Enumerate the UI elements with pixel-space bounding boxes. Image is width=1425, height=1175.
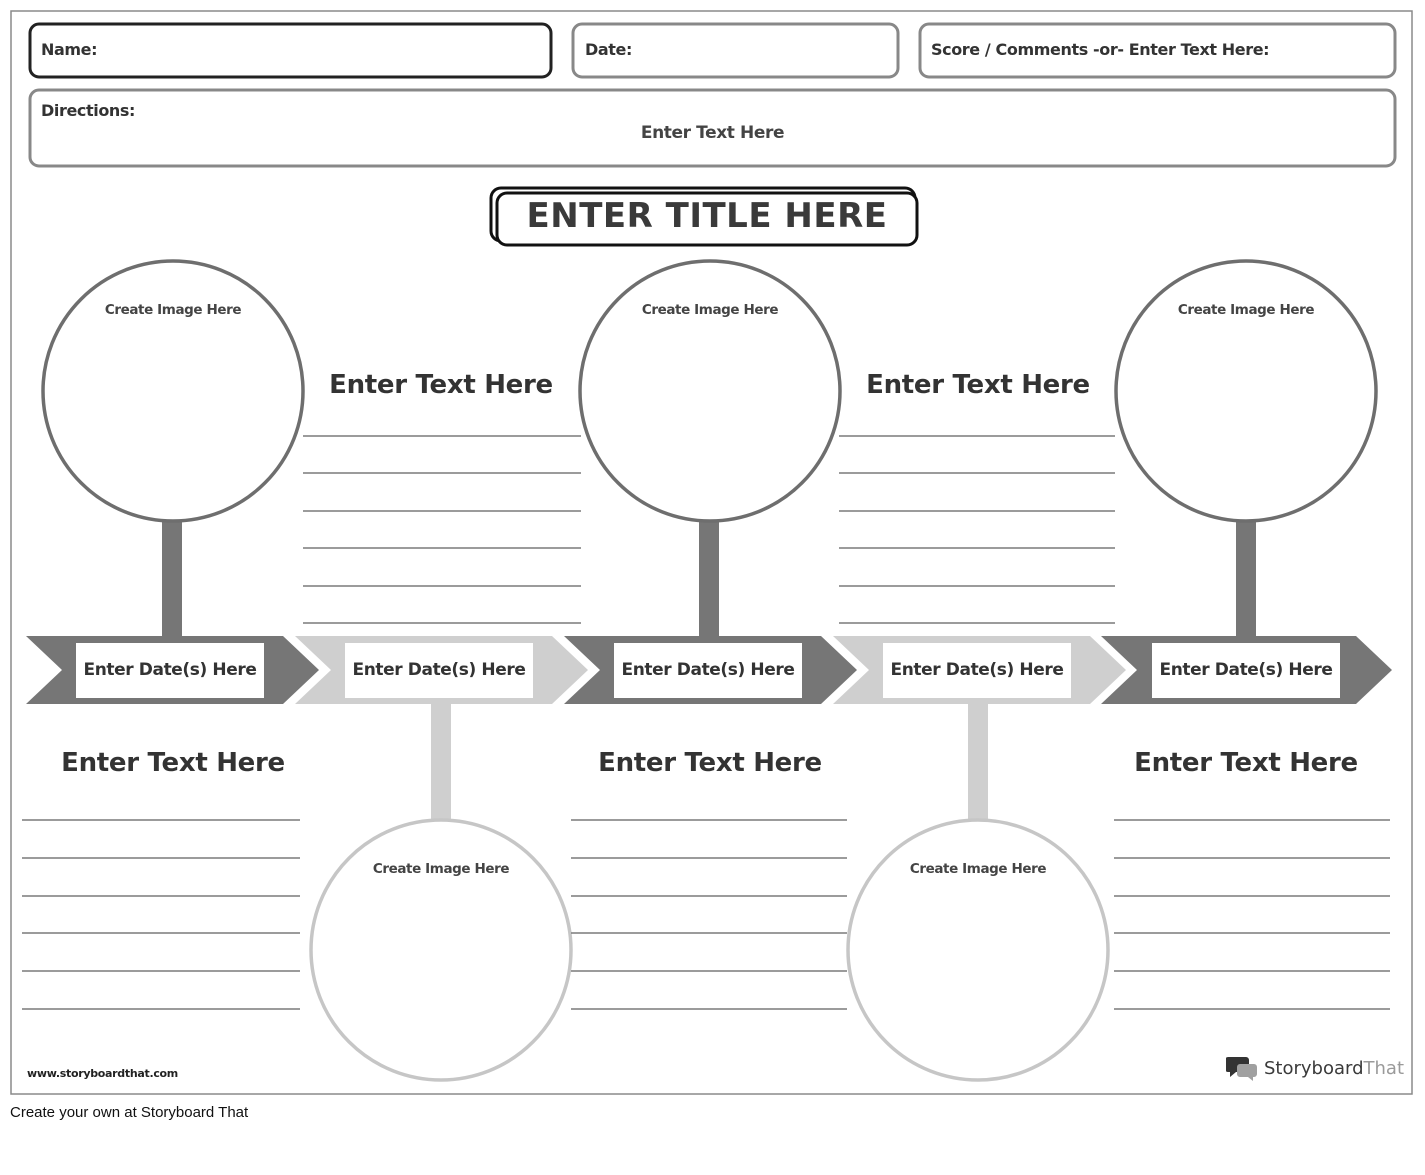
date-label-4[interactable]: Enter Date(s) Here <box>890 660 1064 680</box>
stem-1 <box>162 520 182 638</box>
image-circle-4 <box>846 818 1110 1082</box>
text-heading-3[interactable]: Enter Text Here <box>598 748 822 778</box>
text-heading-1[interactable]: Enter Text Here <box>61 748 285 778</box>
title-box <box>495 191 919 247</box>
image-placeholder-5[interactable]: Create Image Here <box>1177 302 1315 318</box>
date-box-3 <box>614 643 802 698</box>
writing-lines-top-2 <box>839 435 1115 624</box>
score-label: Score / Comments -or- Enter Text Here: <box>931 40 1270 59</box>
directions-box <box>28 88 1397 168</box>
footer-link[interactable]: Create your own at Storyboard That <box>10 1104 249 1121</box>
date-label-2[interactable]: Enter Date(s) Here <box>352 660 526 680</box>
name-field-box <box>28 22 553 79</box>
date-field-box <box>571 22 900 79</box>
score-field-box <box>918 22 1397 79</box>
directions-text[interactable]: Enter Text Here <box>640 123 785 143</box>
image-circle-1 <box>41 259 305 523</box>
date-box-1 <box>76 643 264 698</box>
date-label-1[interactable]: Enter Date(s) Here <box>83 660 257 680</box>
image-circle-3 <box>578 259 842 523</box>
date-label-5[interactable]: Enter Date(s) Here <box>1159 660 1333 680</box>
directions-label: Directions: <box>41 101 136 120</box>
brand-logo: StoryboardThat <box>1226 1055 1404 1081</box>
brand-name-part2: That <box>1363 1057 1405 1079</box>
watermark-url: www.storyboardthat.com <box>27 1067 178 1080</box>
date-box-5 <box>1152 643 1340 698</box>
name-label: Name: <box>41 40 98 59</box>
page-title[interactable]: ENTER TITLE HERE <box>526 196 888 236</box>
speech-bubble-icon <box>1226 1057 1257 1081</box>
image-circle-5 <box>1114 259 1378 523</box>
writing-lines-bottom-3 <box>1114 819 1390 1010</box>
writing-lines-top-1 <box>303 435 581 624</box>
image-placeholder-2[interactable]: Create Image Here <box>372 861 510 877</box>
image-circle-2 <box>309 818 573 1082</box>
stem-5 <box>1236 520 1256 638</box>
date-box-4 <box>883 643 1071 698</box>
date-label: Date: <box>585 40 632 59</box>
text-heading-5[interactable]: Enter Text Here <box>1134 748 1358 778</box>
stem-2 <box>431 702 451 822</box>
image-placeholder-4[interactable]: Create Image Here <box>909 861 1047 877</box>
stem-4 <box>968 702 988 822</box>
brand-name-part1: Storyboard <box>1264 1057 1364 1079</box>
text-heading-2[interactable]: Enter Text Here <box>329 370 553 400</box>
text-heading-4[interactable]: Enter Text Here <box>866 370 1090 400</box>
date-box-2 <box>345 643 533 698</box>
image-placeholder-3[interactable]: Create Image Here <box>641 302 779 318</box>
writing-lines-bottom-2 <box>571 819 847 1010</box>
date-label-3[interactable]: Enter Date(s) Here <box>621 660 795 680</box>
stem-3 <box>699 520 719 638</box>
brand-name: StoryboardThat <box>1264 1058 1404 1079</box>
page-border <box>10 10 1413 1095</box>
writing-lines-bottom-1 <box>22 819 300 1010</box>
image-placeholder-1[interactable]: Create Image Here <box>104 302 242 318</box>
